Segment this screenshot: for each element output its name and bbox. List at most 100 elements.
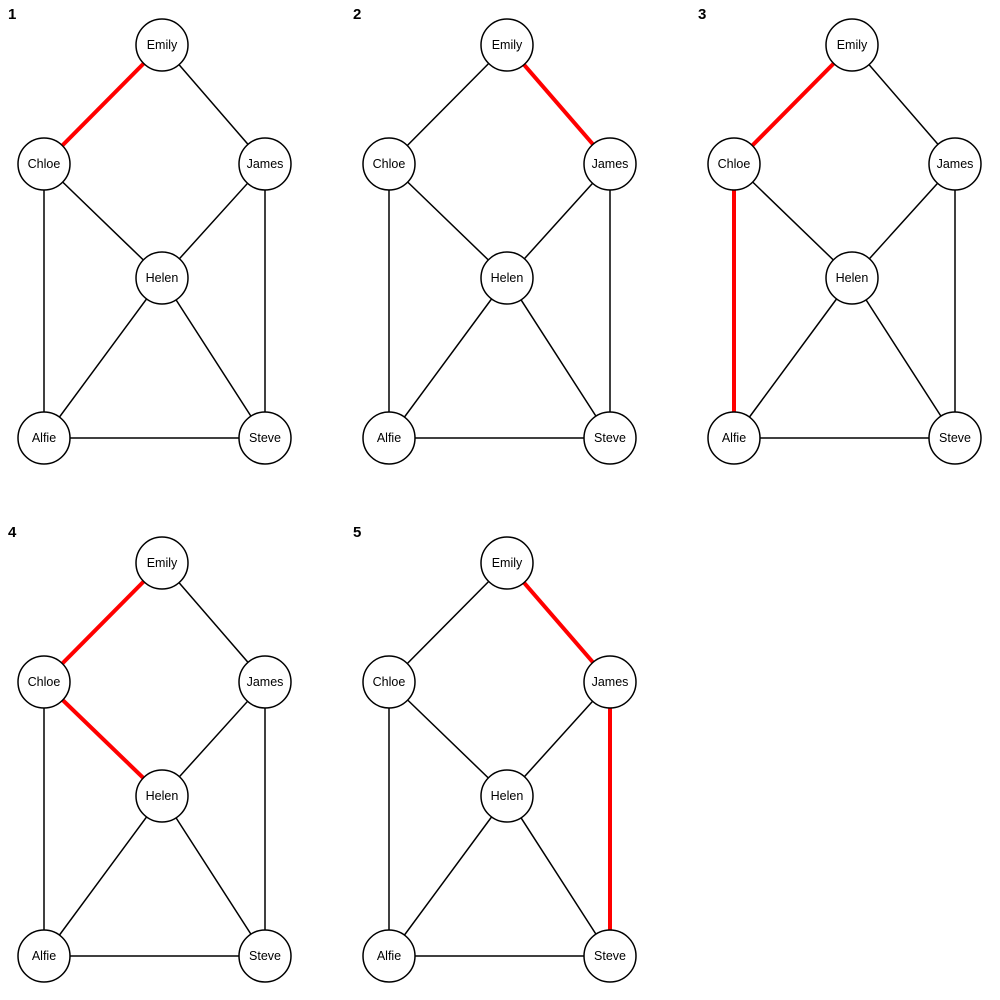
node-helen: Helen [825,251,879,305]
node-label-helen: Helen [491,789,524,803]
node-label-steve: Steve [594,949,626,963]
node-helen: Helen [135,769,189,823]
edge-emily-chloe-highlighted [42,561,164,684]
node-label-chloe: Chloe [28,675,61,689]
panel-number-2: 2 [353,6,362,23]
node-circle-emily [480,18,534,72]
panel-number-5: 5 [353,524,362,541]
node-chloe: Chloe [362,655,416,709]
node-alfie: Alfie [17,411,71,465]
panel-number-1: 1 [8,6,17,23]
node-circle-james [583,655,637,709]
node-label-helen: Helen [836,271,869,285]
node-label-chloe: Chloe [373,675,406,689]
node-steve: Steve [238,929,292,983]
node-label-alfie: Alfie [377,431,401,445]
edge-emily-chloe [388,44,508,165]
node-label-helen: Helen [146,271,179,285]
node-helen: Helen [480,251,534,305]
node-alfie: Alfie [362,929,416,983]
node-label-james: James [592,675,629,689]
node-circle-emily [825,18,879,72]
node-circle-alfie [17,411,71,465]
edge-helen-steve [161,795,266,957]
node-james: James [238,655,292,709]
node-circle-emily [480,536,534,590]
node-label-alfie: Alfie [32,431,56,445]
node-circle-helen [825,251,879,305]
node-label-steve: Steve [249,949,281,963]
edge-helen-alfie [43,277,163,439]
node-circle-chloe [362,137,416,191]
node-chloe: Chloe [707,137,761,191]
node-alfie: Alfie [17,929,71,983]
node-circle-emily [135,536,189,590]
node-label-james: James [247,157,284,171]
node-label-steve: Steve [249,431,281,445]
node-steve: Steve [583,411,637,465]
node-label-emily: Emily [492,38,523,52]
node-circle-james [238,137,292,191]
edge-helen-alfie [733,277,853,439]
node-label-james: James [592,157,629,171]
edge-chloe-helen [733,163,853,279]
node-circle-steve [238,929,292,983]
node-circle-james [583,137,637,191]
edge-helen-alfie [43,795,163,957]
node-label-steve: Steve [939,431,971,445]
edge-chloe-helen [388,163,508,279]
node-circle-steve [583,929,637,983]
node-circle-chloe [17,137,71,191]
node-label-alfie: Alfie [32,949,56,963]
node-emily: Emily [825,18,879,72]
node-james: James [238,137,292,191]
panel-number-3: 3 [698,6,707,23]
edge-helen-steve [851,277,956,439]
node-circle-steve [928,411,982,465]
node-emily: Emily [480,536,534,590]
node-circle-steve [583,411,637,465]
node-helen: Helen [135,251,189,305]
node-circle-alfie [707,411,761,465]
node-james: James [583,655,637,709]
edge-chloe-helen [43,163,163,279]
node-circle-helen [480,769,534,823]
edge-chloe-helen-highlighted [42,680,164,798]
node-label-alfie: Alfie [722,431,746,445]
edge-helen-alfie [388,277,508,439]
node-label-emily: Emily [492,556,523,570]
node-emily: Emily [135,18,189,72]
node-helen: Helen [480,769,534,823]
edge-emily-chloe-highlighted [732,43,854,166]
node-steve: Steve [928,411,982,465]
node-alfie: Alfie [707,411,761,465]
node-label-chloe: Chloe [718,157,751,171]
edge-helen-steve [506,795,611,957]
node-label-emily: Emily [147,38,178,52]
node-label-james: James [247,675,284,689]
node-alfie: Alfie [362,411,416,465]
node-label-chloe: Chloe [28,157,61,171]
node-circle-chloe [17,655,71,709]
edge-emily-chloe-highlighted [42,43,164,166]
edge-helen-steve [161,277,266,439]
node-circle-steve [238,411,292,465]
node-steve: Steve [238,411,292,465]
node-chloe: Chloe [362,137,416,191]
node-circle-james [928,137,982,191]
edge-chloe-helen [388,681,508,797]
node-james: James [928,137,982,191]
node-chloe: Chloe [17,137,71,191]
node-emily: Emily [480,18,534,72]
